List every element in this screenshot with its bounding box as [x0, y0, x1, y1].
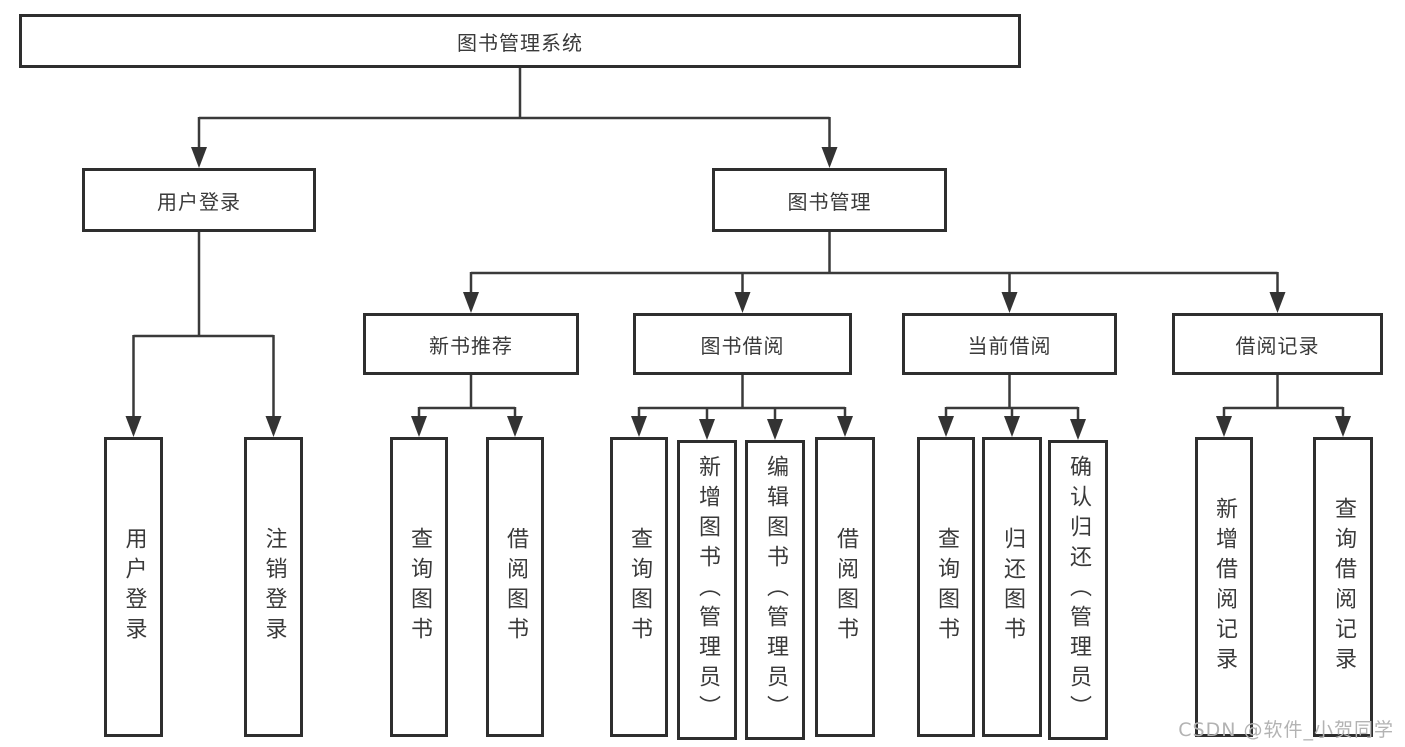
arrowhead: [191, 147, 207, 168]
arrowhead: [767, 419, 783, 440]
node-current-borrowing: 当前借阅: [902, 313, 1117, 375]
leaf-return-books: 归还图书: [982, 437, 1042, 737]
leaf-label: 新增借阅记录: [1212, 497, 1237, 677]
leaf-label: 新增图书（管理员）: [695, 455, 720, 725]
arrowhead: [734, 292, 751, 313]
leaf-label: 注销登录: [261, 527, 287, 647]
node-library-management-system: 图书管理系统: [19, 14, 1021, 68]
arrowhead: [631, 416, 647, 437]
leaf-label: 归还图书: [1000, 527, 1025, 647]
node-borrowing-records: 借阅记录: [1172, 313, 1383, 375]
leaf-query-books-recommend: 查询图书: [390, 437, 448, 737]
arrowhead: [938, 416, 954, 437]
leaf-label: 确认归还（管理员）: [1066, 455, 1091, 725]
arrowhead: [699, 419, 715, 440]
arrowhead: [821, 147, 838, 168]
leaf-label: 查询借阅记录: [1331, 497, 1356, 677]
leaf-label: 查询图书: [407, 527, 432, 647]
leaf-label: 用户登录: [121, 527, 147, 647]
arrowhead: [1004, 416, 1020, 437]
node-book-borrowing: 图书借阅: [633, 313, 852, 375]
node-book-management: 图书管理: [712, 168, 947, 232]
arrowhead: [411, 416, 427, 437]
arrowhead: [1216, 416, 1232, 437]
arrowhead: [1001, 292, 1018, 313]
leaf-query-books-borrow: 查询图书: [610, 437, 668, 737]
leaf-edit-books-admin: 编辑图书（管理员）: [745, 440, 805, 740]
arrowhead: [265, 416, 282, 437]
leaf-add-books-admin: 新增图书（管理员）: [677, 440, 737, 740]
leaf-logout: 注销登录: [244, 437, 303, 737]
arrowhead: [507, 416, 523, 437]
node-user-login: 用户登录: [82, 168, 316, 232]
leaf-user-login: 用户登录: [104, 437, 163, 737]
arrowhead: [1335, 416, 1351, 437]
leaf-label: 借阅图书: [833, 527, 858, 647]
leaf-label: 借阅图书: [503, 527, 528, 647]
node-new-book-recommendation: 新书推荐: [363, 313, 579, 375]
arrowhead: [837, 416, 853, 437]
leaf-confirm-return-admin: 确认归还（管理员）: [1048, 440, 1108, 740]
leaf-label: 查询图书: [934, 527, 959, 647]
leaf-add-borrow-record: 新增借阅记录: [1195, 437, 1253, 737]
arrowhead: [125, 416, 142, 437]
leaf-label: 查询图书: [627, 527, 652, 647]
leaf-borrow-books-recommend: 借阅图书: [486, 437, 544, 737]
leaf-borrow-books-borrow: 借阅图书: [815, 437, 875, 737]
arrowhead: [1269, 292, 1286, 313]
arrowhead: [1070, 419, 1086, 440]
leaf-label: 编辑图书（管理员）: [763, 455, 788, 725]
leaf-query-books-current: 查询图书: [917, 437, 975, 737]
leaf-query-borrow-record: 查询借阅记录: [1313, 437, 1373, 737]
arrowhead: [463, 292, 479, 313]
